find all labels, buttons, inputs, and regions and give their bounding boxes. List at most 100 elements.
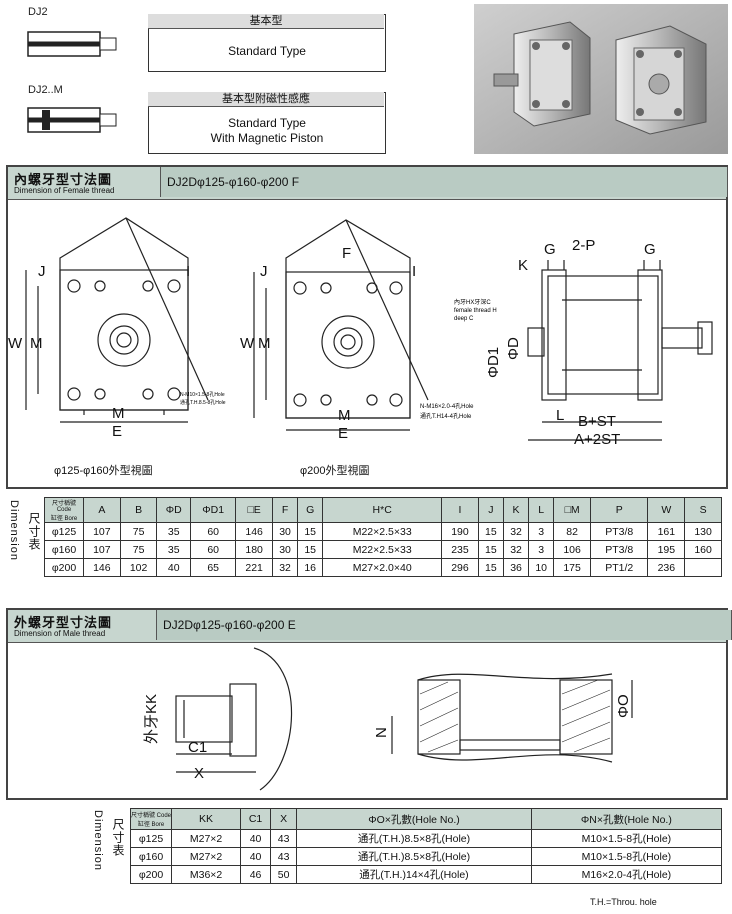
type-code-dj2: DJ2 (28, 6, 48, 18)
note-thread-en2: deep C (454, 316, 474, 322)
female-model-code: DJ2Dφ125-φ160-φ200 F (160, 167, 728, 197)
corner-bore: 缸徑 Bore (50, 516, 78, 522)
table-cell: 35 (156, 522, 192, 541)
table-header-cell: J (477, 497, 504, 523)
table-cell: 40 (240, 847, 271, 866)
table-cell: M22×2.5×33 (322, 540, 443, 559)
table-cell: 32 (502, 522, 530, 541)
note-hole-a: N-M10×1.5-8孔Hole (180, 391, 225, 398)
table-cell: M36×2 (170, 865, 242, 884)
male-model-code: DJ2Dφ125-φ160-φ200 E (156, 610, 732, 640)
table-cell: PT3/8 (589, 522, 649, 541)
type-code-dj2m: DJ2..M (28, 84, 63, 96)
table-cell: PT1/2 (589, 558, 649, 577)
dim-e-left: E (112, 423, 122, 440)
table-header-cell: ΦO×孔數(Hole No.) (296, 808, 532, 830)
table-cell: 175 (553, 558, 591, 577)
female-table-side-zh: 尺寸表 (27, 512, 41, 551)
table-header-cell: C1 (240, 808, 271, 830)
dim-k: K (518, 257, 528, 274)
table-cell: 3 (528, 522, 555, 541)
female-title-zh: 內螺牙型寸法圖 (14, 172, 113, 187)
dim-i-left: I (186, 263, 190, 280)
corner-code: 尺寸稱號 Code (131, 813, 172, 819)
male-drawing: 外牙KK C1 X N ΦO (143, 647, 633, 791)
dim-w-left: W (8, 335, 23, 352)
caption-125-160: φ125-φ160外型視圖 (54, 465, 153, 477)
table-cell: 15 (297, 540, 324, 559)
table-cell: 50 (269, 865, 298, 884)
table-cell: 40 (156, 558, 192, 577)
table-header-cell: □M (553, 497, 591, 523)
dim-e-mid: E (338, 425, 348, 442)
table-header-cell: ΦN×孔數(Hole No.) (530, 808, 723, 830)
table-header-cell: X (269, 808, 298, 830)
footnote-th: T.H.=Throu. hole (590, 897, 657, 907)
male-table-side-zh: 尺寸表 (111, 818, 125, 857)
table-cell: 235 (441, 540, 479, 559)
type-en-label: Standard Type (228, 44, 306, 58)
table-cell: 通孔(T.H.)8.5×8孔(Hole) (296, 847, 532, 866)
type-en-label: With Magnetic Piston (210, 131, 324, 145)
table-cell: 43 (269, 847, 298, 866)
table-header-cell: H*C (322, 497, 443, 523)
dim-m-bottom-left: M (112, 405, 125, 422)
bore-cell: φ160 (130, 847, 172, 866)
table-cell: 通孔(T.H.)8.5×8孔(Hole) (296, 829, 532, 848)
table-cell: 30 (271, 540, 299, 559)
table-header-cell: K (502, 497, 530, 523)
cylinder-icon (27, 31, 117, 57)
dim-g-right: G (644, 241, 656, 258)
table-cell: 通孔(T.H.)14×4孔(Hole) (296, 865, 532, 884)
table-cell: 221 (235, 558, 273, 577)
table-cell: 36 (502, 558, 530, 577)
table-cell: 32 (271, 558, 299, 577)
table-cell: 15 (297, 522, 324, 541)
table-cell: 180 (235, 540, 273, 559)
caption-200: φ200外型視圖 (300, 465, 370, 477)
type-en-label: Standard Type (228, 116, 306, 130)
table-cell: 60 (190, 540, 237, 559)
dim-f-mid: F (342, 245, 351, 262)
table-cell: 236 (647, 558, 686, 577)
table-cell: 43 (269, 829, 298, 848)
table-cell: 40 (240, 829, 271, 848)
table-cell (684, 558, 722, 577)
male-title-en: Dimension of Male thread (14, 629, 106, 638)
table-cell: M10×1.5-8孔(Hole) (530, 829, 723, 848)
dim-ast: A+2ST (574, 431, 620, 448)
corner-code: 尺寸稱號 Code (51, 501, 76, 513)
dim-m-left: M (30, 335, 43, 352)
table-cell: 296 (441, 558, 479, 577)
table-header-cell: I (441, 497, 479, 523)
dim-j-mid: J (260, 263, 268, 280)
male-section-header: 外螺牙型寸法圖 Dimension of Male thread DJ2Dφ12… (8, 610, 732, 643)
table-header-cell: □E (235, 497, 273, 523)
female-drawing: J I W M M E J F I W M M E G 2-P G K ΦD1 … (8, 217, 713, 448)
table-cell: 190 (441, 522, 479, 541)
table-cell: 161 (647, 522, 686, 541)
dim-d1: ΦD1 (485, 347, 502, 378)
table-cell: 32 (502, 540, 530, 559)
table-cell: 15 (477, 558, 504, 577)
table-cell: PT3/8 (589, 540, 649, 559)
dim-m-mid: M (258, 335, 271, 352)
table-header-cell: KK (170, 808, 242, 830)
table-cell: 160 (684, 540, 722, 559)
table-cell: M22×2.5×33 (322, 522, 443, 541)
table-header-cell: B (119, 497, 158, 523)
table-cell: 65 (190, 558, 237, 577)
table-cell: 107 (83, 540, 121, 559)
dim-kk: 外牙KK (143, 694, 160, 744)
table-header-cell: P (589, 497, 649, 523)
table-cell: M27×2 (170, 847, 242, 866)
table-cell: 3 (528, 540, 555, 559)
table-cell: 10 (528, 558, 555, 577)
table-header-cell: W (647, 497, 686, 523)
table-header-cell: A (83, 497, 121, 523)
